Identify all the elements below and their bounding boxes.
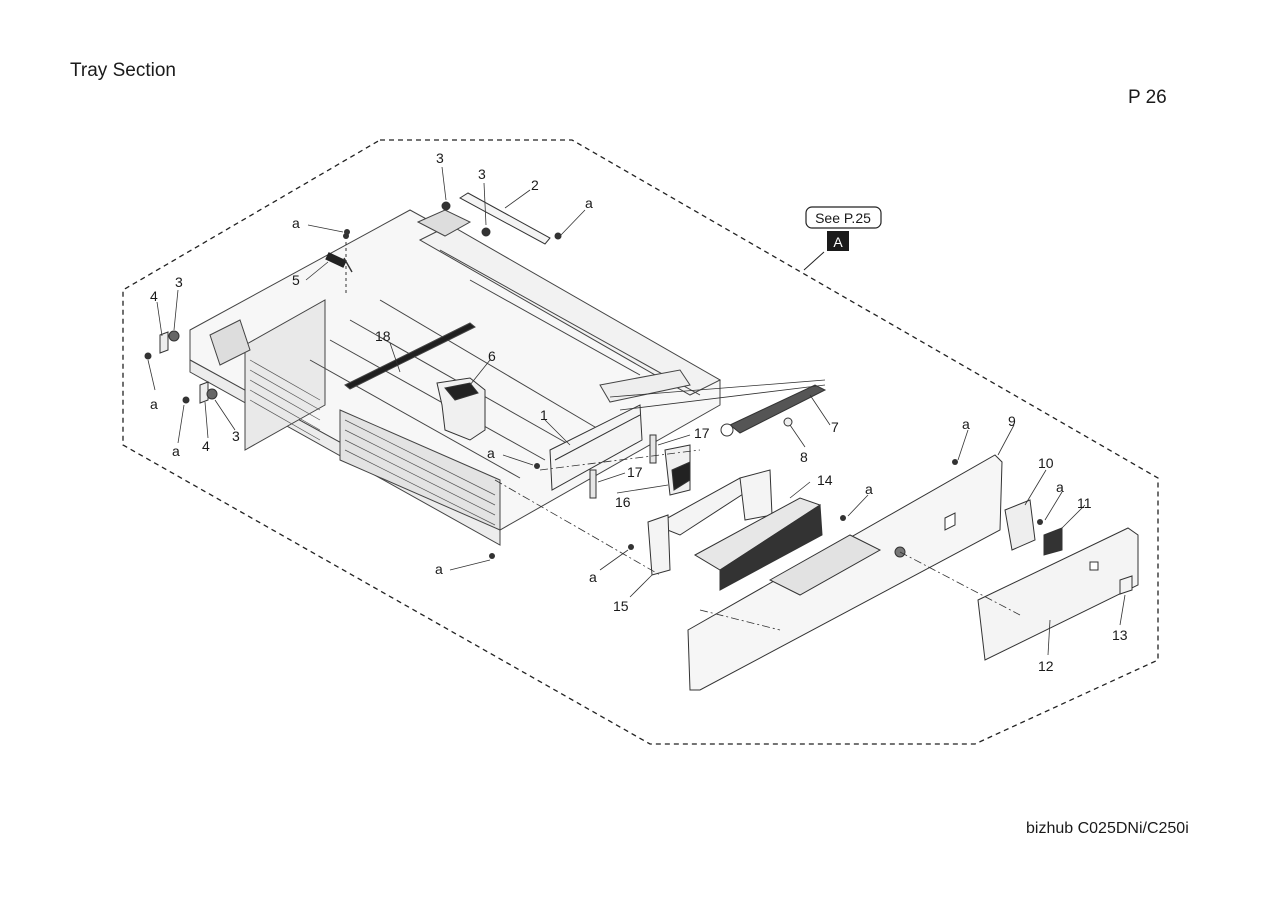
callout-12: 12 xyxy=(1038,658,1054,674)
callout-5: 5 xyxy=(292,272,300,288)
callout-a: a xyxy=(1056,479,1064,495)
callout-a: a xyxy=(172,443,180,459)
part-front-cover-9 xyxy=(687,454,1003,691)
page-title: Tray Section xyxy=(70,60,176,81)
callout-3: 3 xyxy=(436,150,444,166)
callout-4: 4 xyxy=(202,438,210,454)
part-guide-6 xyxy=(436,377,486,441)
callout-a: a xyxy=(292,215,300,231)
assembly-boundary xyxy=(122,139,1159,745)
callout-3: 3 xyxy=(478,166,486,182)
screws-a xyxy=(145,229,1043,559)
part-plates-4 xyxy=(144,330,218,404)
leader-lines xyxy=(147,166,1126,656)
callout-17: 17 xyxy=(627,464,643,480)
reference-marker: A xyxy=(833,234,843,250)
callout-a: a xyxy=(865,481,873,497)
callout-a: a xyxy=(435,561,443,577)
callout-16: 16 xyxy=(615,494,631,510)
callout-a: a xyxy=(962,416,970,432)
part-10-11 xyxy=(1004,499,1063,556)
model-name: bizhub C025DNi/C250i xyxy=(1026,820,1189,837)
callout-a: a xyxy=(589,569,597,585)
callout-8: 8 xyxy=(800,449,808,465)
callout-a: a xyxy=(150,396,158,412)
assembly-axes xyxy=(494,449,1021,631)
callout-14: 14 xyxy=(817,472,833,488)
callout-13: 13 xyxy=(1112,627,1128,643)
callout-15: 15 xyxy=(613,598,629,614)
part-plate-1 xyxy=(549,404,643,491)
reference-text: See P.25 xyxy=(815,210,871,226)
callout-a: a xyxy=(585,195,593,211)
callout-3: 3 xyxy=(175,274,183,290)
callout-17: 17 xyxy=(694,425,710,441)
part-16 xyxy=(664,444,691,496)
callout-3: 3 xyxy=(232,428,240,444)
callout-6: 6 xyxy=(488,348,496,364)
callout-11: 11 xyxy=(1077,495,1092,511)
part-bracket-2 xyxy=(441,192,562,245)
callout-4: 4 xyxy=(150,288,158,304)
tray-grille xyxy=(249,359,496,526)
callout-10: 10 xyxy=(1038,455,1054,471)
part-lever-7 xyxy=(720,384,827,437)
callout-1: 1 xyxy=(540,407,548,423)
callout-2: 2 xyxy=(531,177,539,193)
part-panel-12 xyxy=(977,527,1139,661)
reference-see-page[interactable]: See P.25 A xyxy=(805,206,882,251)
callout-18: 18 xyxy=(375,328,391,344)
callout-7: 7 xyxy=(831,419,839,435)
part-frame-14-15 xyxy=(647,469,823,591)
page-number: P 26 xyxy=(1128,87,1167,108)
callout-9: 9 xyxy=(1008,413,1016,429)
part-pins-17 xyxy=(589,434,657,499)
callout-a: a xyxy=(487,445,495,461)
